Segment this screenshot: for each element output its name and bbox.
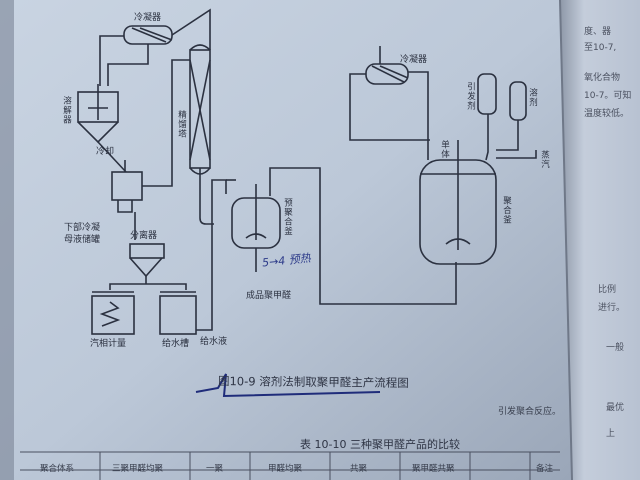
label-separator: 分离器 [130, 231, 158, 241]
table-header: 一聚 [206, 464, 224, 474]
label-reactor-large: 聚合釜 [501, 196, 512, 225]
right-text-line: 度、器 [584, 27, 612, 37]
label-condenser-top: 冷凝器 [134, 13, 162, 23]
table-title: 表 10-10 三种聚甲醛产品的比较 [300, 438, 460, 451]
right-text-line: 比例 [598, 285, 617, 295]
right-text-line: 10-7。可知 [584, 91, 632, 101]
figure-caption: 图10-9 溶剂法制取聚甲醛主产流程图 [217, 374, 409, 390]
label-prepolymer-reactor: 预聚合釜 [282, 198, 293, 236]
right-text-line: 一般 [606, 343, 625, 353]
label-column: 精馏塔 [176, 110, 187, 139]
label-filter-note: 下部冷凝 [64, 223, 101, 233]
table-header: 聚甲醛共聚 [412, 464, 455, 474]
label-tank-left: 汽相计量 [90, 339, 127, 349]
table-header: 三聚甲醛均聚 [112, 464, 164, 474]
label-filter-note2: 母液储罐 [64, 235, 101, 245]
right-text-line: 温度较低。 [584, 109, 630, 119]
body-text: 引发聚合反应。 [498, 407, 562, 417]
label-initiator-tank: 引发剂 [465, 82, 476, 111]
label-cooler: 冷却 [96, 147, 115, 157]
label-feed: 单体 [439, 140, 450, 159]
right-text-line: 最优 [606, 403, 625, 413]
label-product-out: 成品聚甲醛 [246, 291, 292, 301]
table-header: 甲醛均聚 [268, 464, 303, 474]
table-header: 共聚 [350, 464, 368, 474]
label-condenser-right: 冷凝器 [400, 55, 428, 65]
label-water-in: 给水液 [200, 337, 228, 347]
label-steam: 蒸汽 [539, 150, 550, 169]
right-text-line: 进行。 [598, 303, 626, 313]
label-dissolver: 溶解器 [61, 96, 72, 125]
table-header: 聚合体系 [40, 464, 75, 474]
table-header: 备注 [536, 464, 554, 474]
right-text-line: 氧化合物 [584, 73, 621, 83]
label-tank-right: 给水槽 [162, 339, 190, 349]
right-text-line: 上 [606, 429, 616, 439]
right-text-line: 至10-7, [584, 43, 617, 53]
label-solvent-tank: 溶剂 [527, 88, 538, 107]
